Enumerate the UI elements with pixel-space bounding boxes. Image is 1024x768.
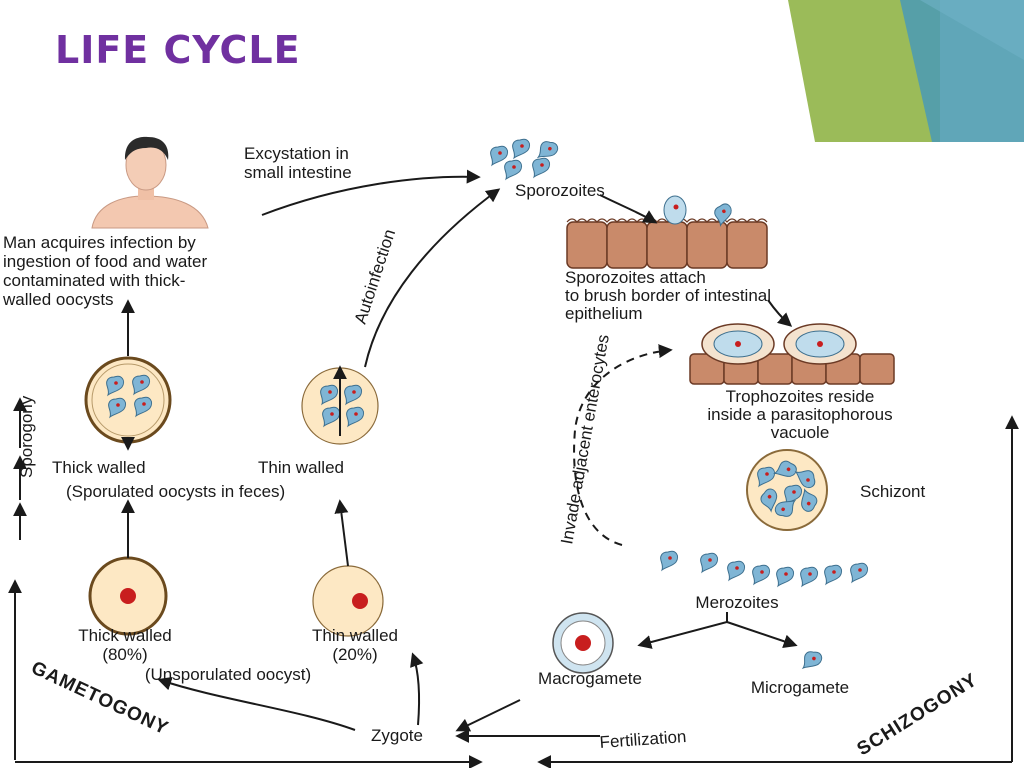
label-attach-line3: epithelium — [565, 304, 643, 323]
label-tropho-line3: vacuole — [771, 423, 830, 442]
schizont-icon — [746, 449, 828, 531]
label-fertilization: Fertilization — [599, 727, 687, 752]
label-attach-line1: Sporozoites attach — [565, 268, 706, 287]
label-man-line1: Man acquires infection by — [3, 233, 196, 252]
thick-walled-unsporulated-oocyst-icon — [88, 556, 168, 636]
trophozoites-icon — [689, 323, 895, 385]
label-thick-walled-bottom: Thick walled — [78, 626, 172, 645]
corner-decoration — [788, 0, 1024, 142]
label-merozoites: Merozoites — [695, 593, 778, 612]
label-tropho-line1: Trophozoites reside — [726, 387, 875, 406]
label-sporozoites: Sporozoites — [515, 181, 605, 200]
green-accent-shape — [788, 0, 940, 142]
label-man-line3: contaminated with thick- — [3, 271, 185, 290]
thin-walled-unsporulated-oocyst-icon — [312, 565, 384, 637]
label-attach-line2: to brush border of intestinal — [565, 286, 771, 305]
label-thin-walled-top: Thin walled — [258, 458, 344, 477]
sporozoites-cluster-icon — [490, 138, 560, 180]
label-excystation: Excystation in — [244, 144, 349, 163]
thick-walled-sporulated-oocyst-icon — [84, 356, 172, 444]
label-macrogamete: Macrogamete — [538, 669, 642, 688]
label-schizogony: SCHIZOGONY — [854, 669, 982, 760]
label-man-line4: walled oocysts — [2, 290, 114, 309]
light-accent-shape — [920, 0, 1024, 60]
label-sporogony: Sporogony — [17, 395, 36, 478]
label-man-line2: ingestion of food and water — [3, 252, 207, 271]
intestinal-epithelium-icon — [566, 195, 768, 269]
human-figure-icon — [91, 136, 209, 229]
label-schizont: Schizont — [860, 482, 925, 501]
label-zygote: Zygote — [371, 726, 423, 745]
label-autoinfection: Autoinfection — [351, 227, 399, 326]
slide-title: LIFE CYCLE — [55, 28, 301, 72]
label-thick-percent: (80%) — [102, 645, 147, 664]
microgamete-icon — [801, 649, 824, 673]
cycle-arrows — [7, 169, 1019, 768]
label-tropho-line2: inside a parasitophorous — [707, 405, 892, 424]
merozoites-icon — [660, 550, 869, 587]
label-excystation-line2: small intestine — [244, 163, 352, 182]
label-sporulated: (Sporulated oocysts in feces) — [66, 482, 285, 501]
label-unsporulated: (Unsporulated oocyst) — [145, 665, 311, 684]
label-thin-walled-bottom: Thin walled — [312, 626, 398, 645]
macrogamete-icon — [552, 612, 614, 674]
label-thick-walled-top: Thick walled — [52, 458, 146, 477]
label-thin-percent: (20%) — [332, 645, 377, 664]
label-microgamete: Microgamete — [751, 678, 849, 697]
